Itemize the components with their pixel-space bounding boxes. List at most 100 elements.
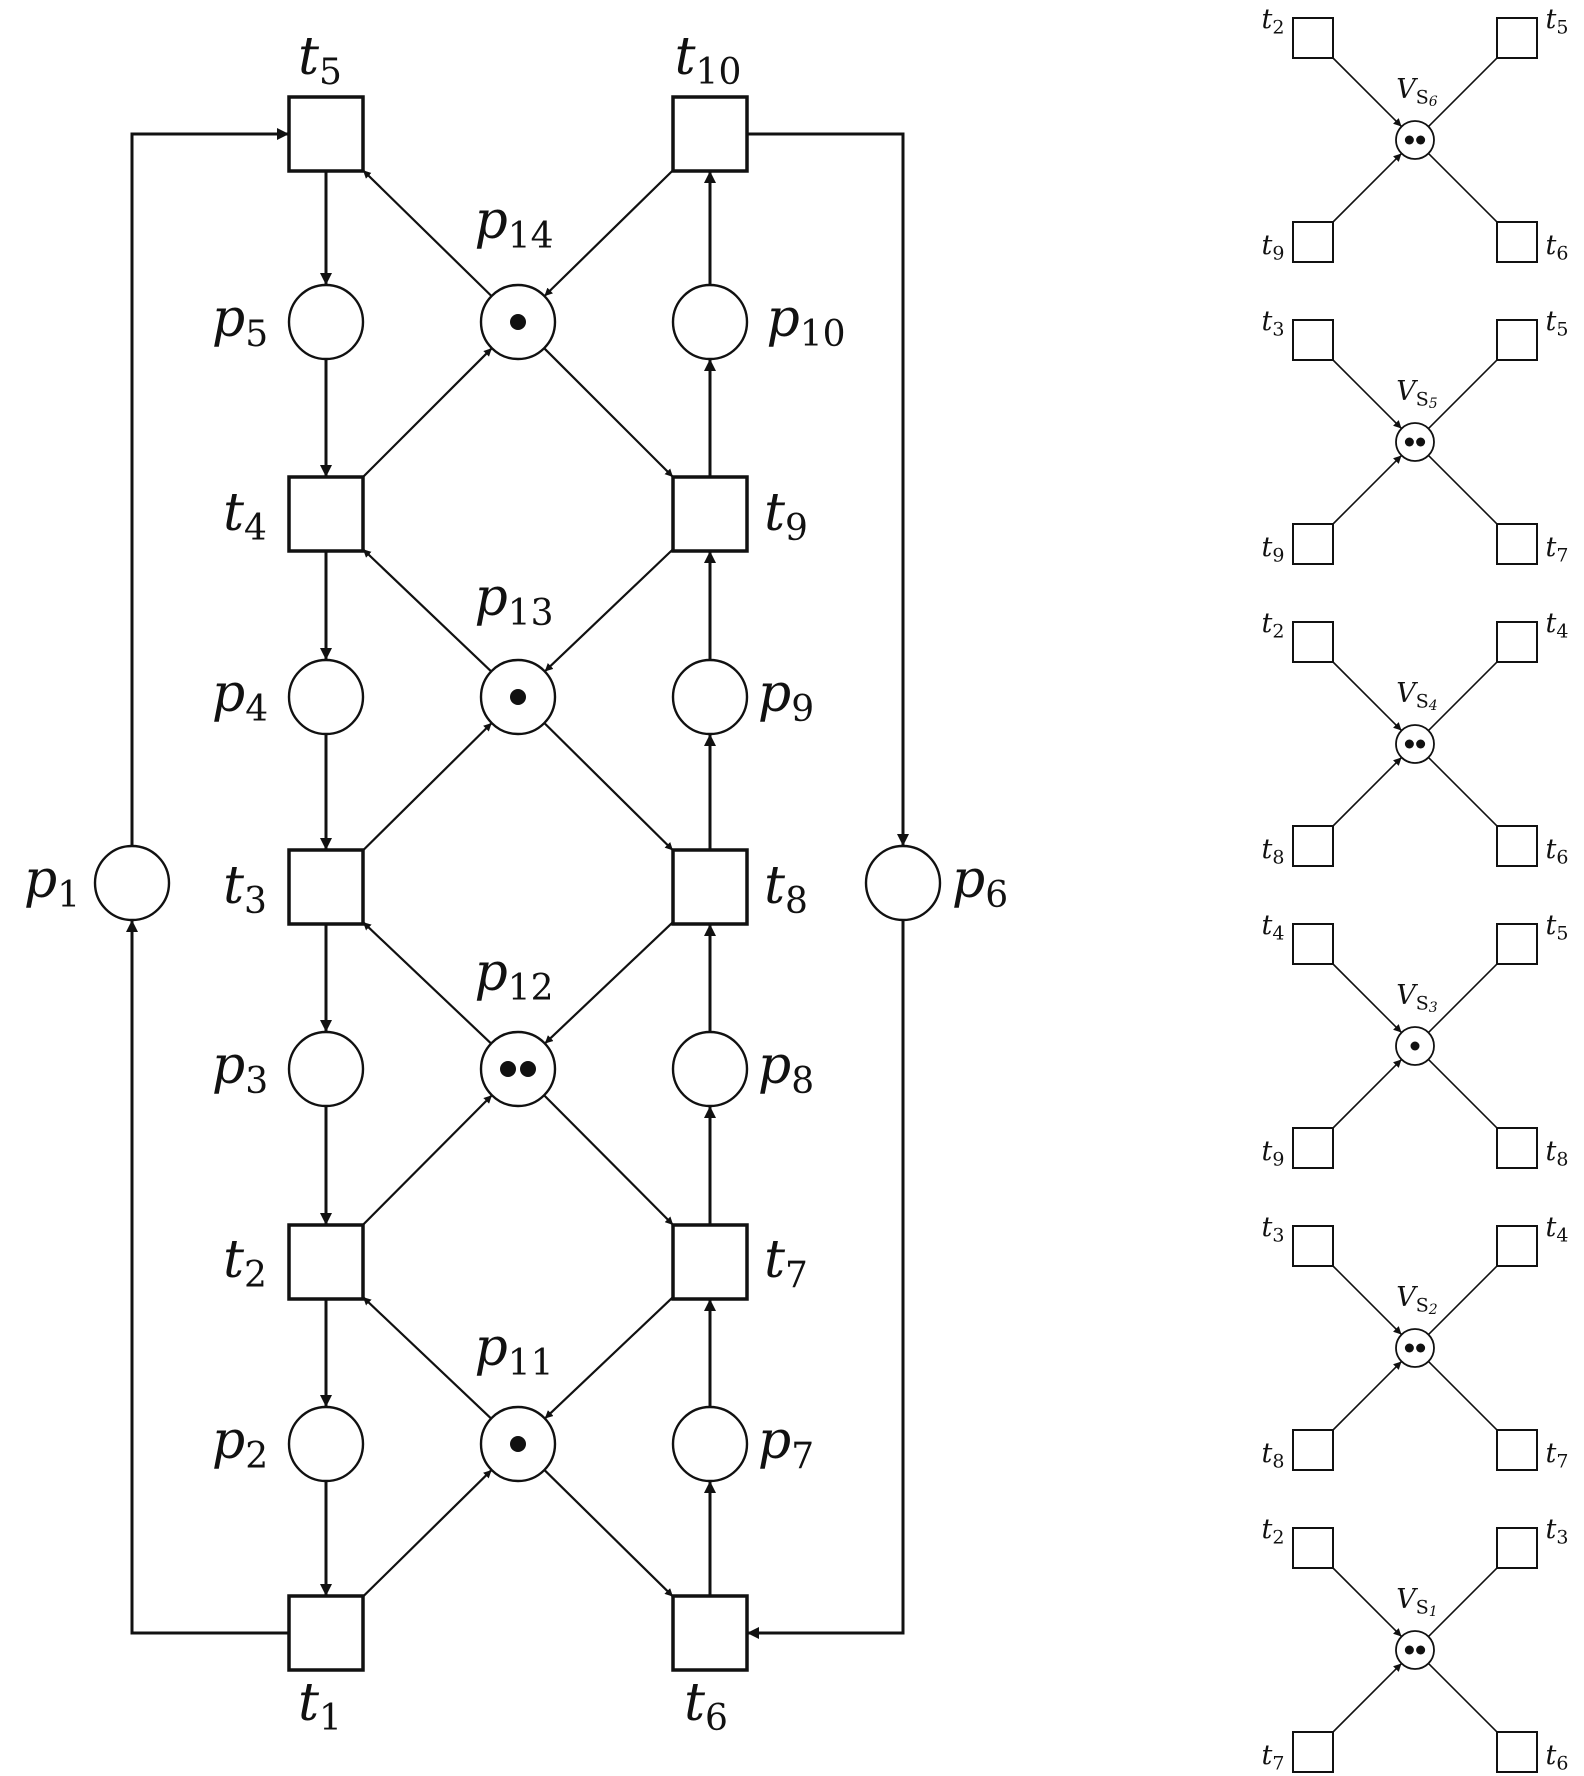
virtual-place-label-VS3: VS3 <box>1396 980 1438 1016</box>
virtual-transition-VS5-in_top <box>1292 319 1334 361</box>
token-p13 <box>510 689 526 705</box>
nodes: t1t2t3t4t5t6t7t8t9t10p1p2p3p4p5p6p7p8p9p… <box>24 27 1008 1739</box>
virtual-arc-VS3-in_top <box>1332 963 1403 1034</box>
place-label-p10: p10 <box>766 289 845 355</box>
place-label-p7: p7 <box>758 1411 814 1477</box>
virtual-transition-VS6-in_top <box>1292 17 1334 59</box>
arc-p11-to-t2 <box>362 1296 492 1420</box>
transition-t10 <box>671 95 749 173</box>
virtual-place-VS5 <box>1395 422 1435 462</box>
virtual-place-label-VS5: VS5 <box>1396 376 1438 412</box>
transition-t1 <box>287 1594 365 1672</box>
virtual-transition-label-VS6-out_top: t5 <box>1546 4 1569 38</box>
virtual-transition-VS1-in_top <box>1292 1527 1334 1569</box>
place-label-p1: p1 <box>24 850 80 916</box>
place-p8 <box>671 1030 749 1108</box>
arc-p6-to-t6 <box>747 920 905 1639</box>
virtual-token-VS4 <box>1416 739 1426 749</box>
virtual-transition-label-VS4-in_top: t2 <box>1262 608 1285 642</box>
virtual-place-label-VS4: VS4 <box>1396 678 1437 714</box>
transition-label-t7: t7 <box>764 1230 808 1296</box>
virtual-token-VS4 <box>1404 739 1414 749</box>
place-label-p14: p14 <box>474 191 553 257</box>
virtual-arc-VS6-in_bottom <box>1332 152 1403 223</box>
transition-t7 <box>671 1223 749 1301</box>
virtual-transition-VS3-in_bottom <box>1292 1127 1334 1169</box>
virtual-place-label-VS6: VS6 <box>1396 74 1438 110</box>
virtual-token-VS2 <box>1404 1343 1414 1353</box>
arc-t9-to-p13 <box>544 548 674 673</box>
virtual-transition-label-VS5-out_bottom: t7 <box>1546 532 1569 566</box>
virtual-arc-VS2-in_top <box>1332 1265 1403 1336</box>
arc-t3-to-p13 <box>362 722 493 852</box>
token-p14 <box>510 314 526 330</box>
place-label-p5: p5 <box>212 289 268 355</box>
virtual-token-VS6 <box>1404 135 1414 145</box>
transition-label-t5: t5 <box>298 27 342 93</box>
transition-t9 <box>671 475 749 553</box>
arc-t8-to-p12 <box>544 921 674 1045</box>
transition-t8 <box>671 848 749 926</box>
place-label-p4: p4 <box>212 664 268 730</box>
transition-t6 <box>671 1594 749 1672</box>
virtual-place-label-VS2: VS2 <box>1396 1282 1438 1318</box>
transition-label-t8: t8 <box>764 856 808 922</box>
place-p12 <box>479 1030 557 1108</box>
virtual-transition-VS5-in_bottom <box>1292 523 1334 565</box>
virtual-transition-VS4-out_bottom <box>1496 825 1538 867</box>
virtual-transition-label-VS5-in_bottom: t9 <box>1262 532 1285 566</box>
place-p10 <box>671 283 749 361</box>
arc-p1-to-t5 <box>130 128 289 846</box>
virtual-transition-label-VS2-in_top: t3 <box>1262 1212 1285 1246</box>
arc-t2-to-p12 <box>362 1094 493 1226</box>
virtual-transition-label-VS3-in_bottom: t9 <box>1262 1136 1285 1170</box>
virtual-place-VS2 <box>1395 1328 1435 1368</box>
virtual-token-VS1 <box>1404 1645 1414 1655</box>
virtual-token-VS2 <box>1416 1343 1426 1353</box>
place-label-p2: p2 <box>212 1411 268 1477</box>
virtual-transition-VS6-out_bottom <box>1496 221 1538 263</box>
virtual-token-VS3 <box>1410 1041 1420 1051</box>
virtual-transition-VS5-out_bottom <box>1496 523 1538 565</box>
token-p12 <box>520 1061 536 1077</box>
virtual-transition-label-VS6-in_top: t2 <box>1262 4 1285 38</box>
arc-t10-to-p6 <box>747 132 909 846</box>
virtual-transition-label-VS4-in_bottom: t8 <box>1262 834 1285 868</box>
virtual-transition-VS3-out_top <box>1496 923 1538 965</box>
virtual-transition-VS4-out_top <box>1496 621 1538 663</box>
virtual-transition-label-VS6-in_bottom: t9 <box>1262 230 1285 264</box>
place-label-p13: p13 <box>474 568 553 634</box>
virtual-transition-label-VS4-out_bottom: t6 <box>1546 834 1569 868</box>
place-label-p9: p9 <box>758 664 814 730</box>
transition-label-t6: t6 <box>684 1673 728 1739</box>
virtual-transition-VS1-out_top <box>1496 1527 1538 1569</box>
place-p6 <box>864 844 942 922</box>
arc-t10-to-p14 <box>543 169 674 297</box>
virtual-transition-label-VS1-out_bottom: t6 <box>1546 1740 1569 1774</box>
arc-p14-to-t5 <box>362 169 493 297</box>
virtual-transition-VS1-out_bottom <box>1496 1731 1538 1773</box>
place-label-p6: p6 <box>952 850 1008 916</box>
virtual-transition-VS2-in_bottom <box>1292 1429 1334 1471</box>
place-p1 <box>93 844 171 922</box>
token-p11 <box>510 1436 526 1452</box>
place-p4 <box>287 658 365 736</box>
place-p7 <box>671 1405 749 1483</box>
virtual-transition-VS2-out_top <box>1496 1225 1538 1267</box>
virtual-transition-label-VS1-in_top: t2 <box>1262 1514 1285 1548</box>
place-p9 <box>671 658 749 736</box>
virtual-transition-label-VS4-out_top: t4 <box>1546 608 1569 642</box>
arc-t1-to-p11 <box>362 1469 493 1598</box>
virtual-arc-VS2-in_bottom <box>1332 1360 1403 1431</box>
arc-p11-to-t6 <box>543 1469 674 1598</box>
arc-t4-to-p14 <box>362 347 493 478</box>
transition-label-t3: t3 <box>223 856 267 922</box>
virtual-transition-label-VS3-out_top: t5 <box>1546 910 1569 944</box>
virtual-transition-label-VS2-out_top: t4 <box>1546 1212 1569 1246</box>
virtual-transition-VS1-in_bottom <box>1292 1731 1334 1773</box>
arcs <box>126 128 909 1639</box>
